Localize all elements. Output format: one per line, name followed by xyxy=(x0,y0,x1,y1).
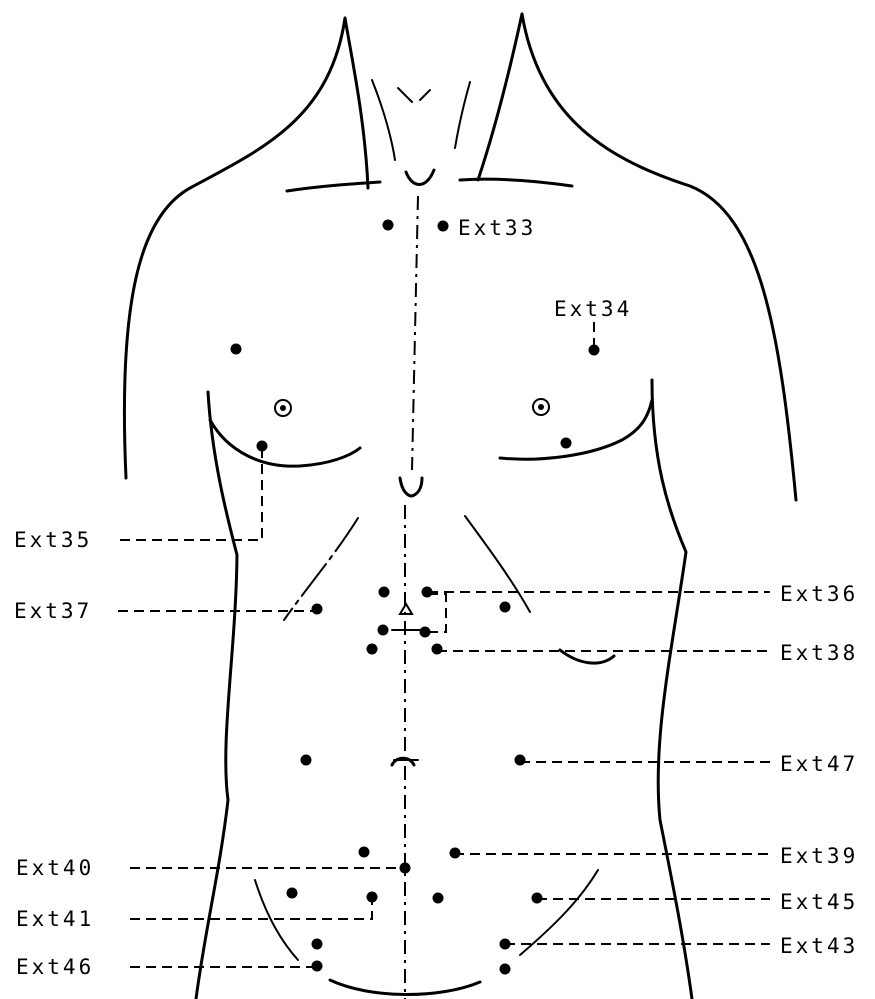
leader-bracket-36 xyxy=(428,594,446,632)
point-ext35-left xyxy=(257,441,268,452)
neck-detail xyxy=(398,88,430,102)
jugular-notch xyxy=(406,170,434,185)
point-ext47-left xyxy=(301,755,312,766)
clavicle-right xyxy=(460,179,572,186)
label-ext47: Ext47 xyxy=(780,752,858,776)
label-ext43: Ext43 xyxy=(780,934,858,958)
neck-muscle-left xyxy=(372,80,395,160)
point-ext36-b xyxy=(422,587,433,598)
anterior-midline xyxy=(412,196,418,470)
shoulder-right xyxy=(522,14,796,500)
point-ext36-d xyxy=(420,627,431,638)
leader-ext35 xyxy=(120,448,262,540)
point-ext45-right xyxy=(532,893,543,904)
point-ext36-c xyxy=(378,625,389,636)
groin-right xyxy=(520,870,598,955)
neck-muscle-right xyxy=(455,82,470,148)
leader-ext41 xyxy=(130,898,372,919)
neck-right xyxy=(478,14,522,180)
point-ext41-right xyxy=(433,893,444,904)
rib-margin-right xyxy=(465,516,530,612)
label-ext41: Ext41 xyxy=(16,907,94,931)
label-ext46: Ext46 xyxy=(16,955,94,979)
nipple-left-center xyxy=(280,405,286,411)
point-ext34-right xyxy=(589,345,600,356)
point-ext34-left xyxy=(231,344,242,355)
label-ext39: Ext39 xyxy=(780,844,858,868)
xiphoid xyxy=(400,478,422,496)
clavicle-left xyxy=(287,182,380,191)
neck-left xyxy=(345,18,368,188)
label-ext38: Ext38 xyxy=(780,641,858,665)
label-ext36: Ext36 xyxy=(780,582,858,606)
point-ext38-left xyxy=(367,644,378,655)
label-ext40: Ext40 xyxy=(16,856,94,880)
point-ext33-right xyxy=(438,221,449,232)
point-ext41-left xyxy=(367,892,378,903)
point-ext35-right xyxy=(561,438,572,449)
point-ext45-left xyxy=(287,888,298,899)
point-ext43-left xyxy=(312,939,323,950)
point-labels: Ext33 Ext34 Ext35 Ext36 Ext37 Ext38 Ext4… xyxy=(14,216,858,979)
shoulder-left xyxy=(124,18,345,478)
point-ext37-left xyxy=(312,604,323,615)
label-ext45: Ext45 xyxy=(780,890,858,914)
rib-margin-left xyxy=(284,518,358,620)
point-ext46-right xyxy=(500,964,511,975)
torso-side-right xyxy=(652,380,692,999)
label-ext37: Ext37 xyxy=(14,599,92,623)
point-ext43-right xyxy=(500,939,511,950)
point-ext33-left xyxy=(383,220,394,231)
point-ext39-right xyxy=(450,848,461,859)
pectoral-left xyxy=(210,420,360,466)
point-ext38-right xyxy=(432,644,443,655)
label-ext33: Ext33 xyxy=(458,216,536,240)
point-ext37-right xyxy=(500,602,511,613)
point-ext40 xyxy=(400,863,411,874)
label-ext34: Ext34 xyxy=(554,297,632,321)
pectoral-right xyxy=(500,400,652,459)
point-ext36-a xyxy=(379,587,390,598)
torso-side-left xyxy=(196,392,237,999)
label-ext35: Ext35 xyxy=(14,528,92,552)
point-ext47-right xyxy=(515,755,526,766)
point-ext46-left xyxy=(312,961,323,972)
point-ext39-left xyxy=(359,847,370,858)
nipple-right-center xyxy=(538,404,544,410)
